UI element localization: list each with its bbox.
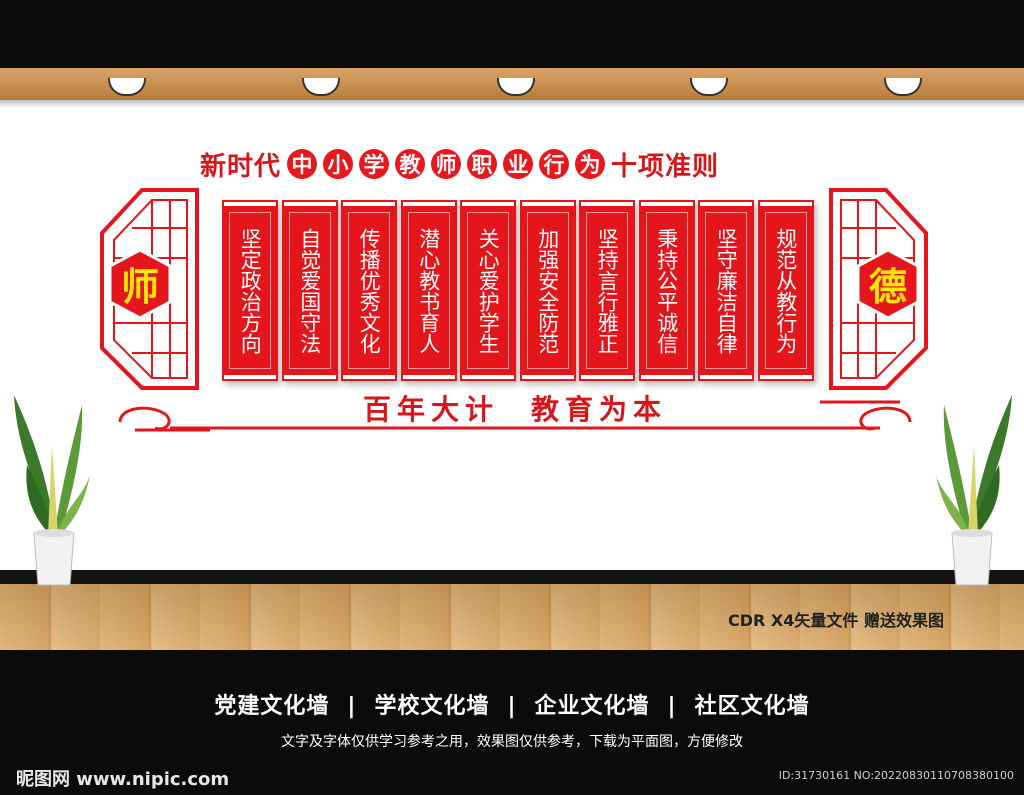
panel-frame <box>645 212 688 369</box>
slogan-part-2: 教育为本 <box>531 393 668 426</box>
slogan: 百年大计教育为本 <box>280 388 750 428</box>
panel-text: 关心爱护学生 <box>476 227 501 354</box>
disclaimer: 文字及字体仅供学习参考之用，效果图仅供参考，下载为平面图，方便修改 <box>281 734 743 750</box>
panel-cap <box>222 373 278 381</box>
title-circle-char: 行 <box>539 149 570 179</box>
top-dark-band <box>0 0 1024 70</box>
panel-cap <box>757 373 814 381</box>
panel-cap <box>757 200 814 208</box>
panel-frame <box>288 212 331 369</box>
panel-frame <box>764 212 807 369</box>
category-list: 党建文化墙 | 学校文化墙 | 企业文化墙 | 社区文化墙 <box>0 688 1024 720</box>
panel-frame <box>229 212 271 369</box>
wooden-floor <box>0 584 1024 650</box>
panel-cap <box>638 373 695 381</box>
panel-cap <box>341 373 397 381</box>
principle-panel: 加强安全防范 <box>519 200 576 381</box>
potted-plant-left <box>14 395 90 586</box>
badge-left-text: 师 <box>121 264 159 309</box>
panel-frame <box>467 212 509 369</box>
title-text: 十项准则 <box>611 151 720 182</box>
principle-panel: 坚守廉洁自律 <box>698 200 754 381</box>
panel-text: 坚持言行雅正 <box>595 227 620 354</box>
panel-text: 规范从教行为 <box>773 227 798 354</box>
panel-text: 秉持公平诚信 <box>654 227 679 354</box>
title-circle-char: 业 <box>503 149 534 179</box>
principle-panel: 自觉爱国守法 <box>281 200 338 381</box>
category-item: 学校文化墙 <box>374 694 490 719</box>
title-circle-char: 小 <box>323 149 354 179</box>
principle-panel: 秉持公平诚信 <box>638 200 695 381</box>
principle-panel: 规范从教行为 <box>757 200 814 381</box>
category-item: 企业文化墙 <box>534 694 650 719</box>
principle-panel: 潜心教书育人 <box>400 200 457 381</box>
panel-text: 潜心教书育人 <box>416 227 441 354</box>
panel-cap <box>341 200 397 208</box>
bottom-dark-band <box>0 650 1024 795</box>
panel-cap <box>638 200 695 208</box>
panel-cap <box>281 373 338 381</box>
principle-panel: 坚定政治方向 <box>222 200 278 381</box>
wall-title: 新时代中小学教师职业行为十项准则 <box>200 144 830 184</box>
principle-panel: 关心爱护学生 <box>460 200 516 381</box>
principle-panel: 坚持言行雅正 <box>579 200 635 381</box>
left-lattice-frame: 师 <box>100 188 199 390</box>
panel-frame <box>586 212 628 369</box>
panel-cap <box>222 200 278 208</box>
panel-frame <box>526 212 569 369</box>
panel-text: 坚守廉洁自律 <box>714 227 739 354</box>
baseboard <box>0 570 1024 584</box>
panel-frame <box>705 212 747 369</box>
panel-cap <box>400 373 457 381</box>
right-lattice-frame: 德 <box>829 188 928 390</box>
panel-text: 自觉爱国守法 <box>297 227 322 354</box>
title-circle-char: 学 <box>359 149 390 179</box>
image-id: ID:31730161 NO:20220830110708380100 <box>778 769 1014 782</box>
beam-shadow <box>0 100 1024 108</box>
title-circle-char: 教 <box>395 149 426 179</box>
title-circle-char: 师 <box>431 149 462 179</box>
panel-cap <box>400 200 457 208</box>
category-separator: | <box>347 694 357 719</box>
badge-right-text: 德 <box>869 264 907 309</box>
panel-text: 坚定政治方向 <box>238 227 263 354</box>
title-circle-char: 职 <box>467 149 498 179</box>
panel-cap <box>579 200 635 208</box>
panel-cap <box>281 200 338 208</box>
panel-cap <box>579 373 635 381</box>
panel-cap <box>519 200 576 208</box>
floor-shade <box>0 584 1024 650</box>
panel-cap <box>698 200 754 208</box>
title-circle-char: 中 <box>287 149 318 179</box>
category-item: 社区文化墙 <box>694 694 810 719</box>
panel-cap <box>460 200 516 208</box>
title-text: 新时代 <box>200 151 282 182</box>
category-item: 党建文化墙 <box>214 694 330 719</box>
panel-cap <box>460 373 516 381</box>
category-separator: | <box>507 694 517 719</box>
file-format-note: CDR X4矢量文件 赠送效果图 <box>728 611 944 630</box>
category-separator: | <box>667 694 677 719</box>
potted-plant-right <box>936 395 1012 586</box>
slogan-part-1: 百年大计 <box>362 393 499 426</box>
watermark-logo: 昵图网 www.nipic.com <box>16 769 230 790</box>
cloud-scroll-line <box>118 400 912 432</box>
panel-cap <box>698 373 754 381</box>
panel-cap <box>519 373 576 381</box>
panel-frame <box>407 212 450 369</box>
panel-text: 加强安全防范 <box>535 227 560 354</box>
principle-panel: 传播优秀文化 <box>341 200 397 381</box>
panel-text: 传播优秀文化 <box>357 227 382 354</box>
title-circle-char: 为 <box>575 149 606 179</box>
panel-frame <box>348 212 390 369</box>
